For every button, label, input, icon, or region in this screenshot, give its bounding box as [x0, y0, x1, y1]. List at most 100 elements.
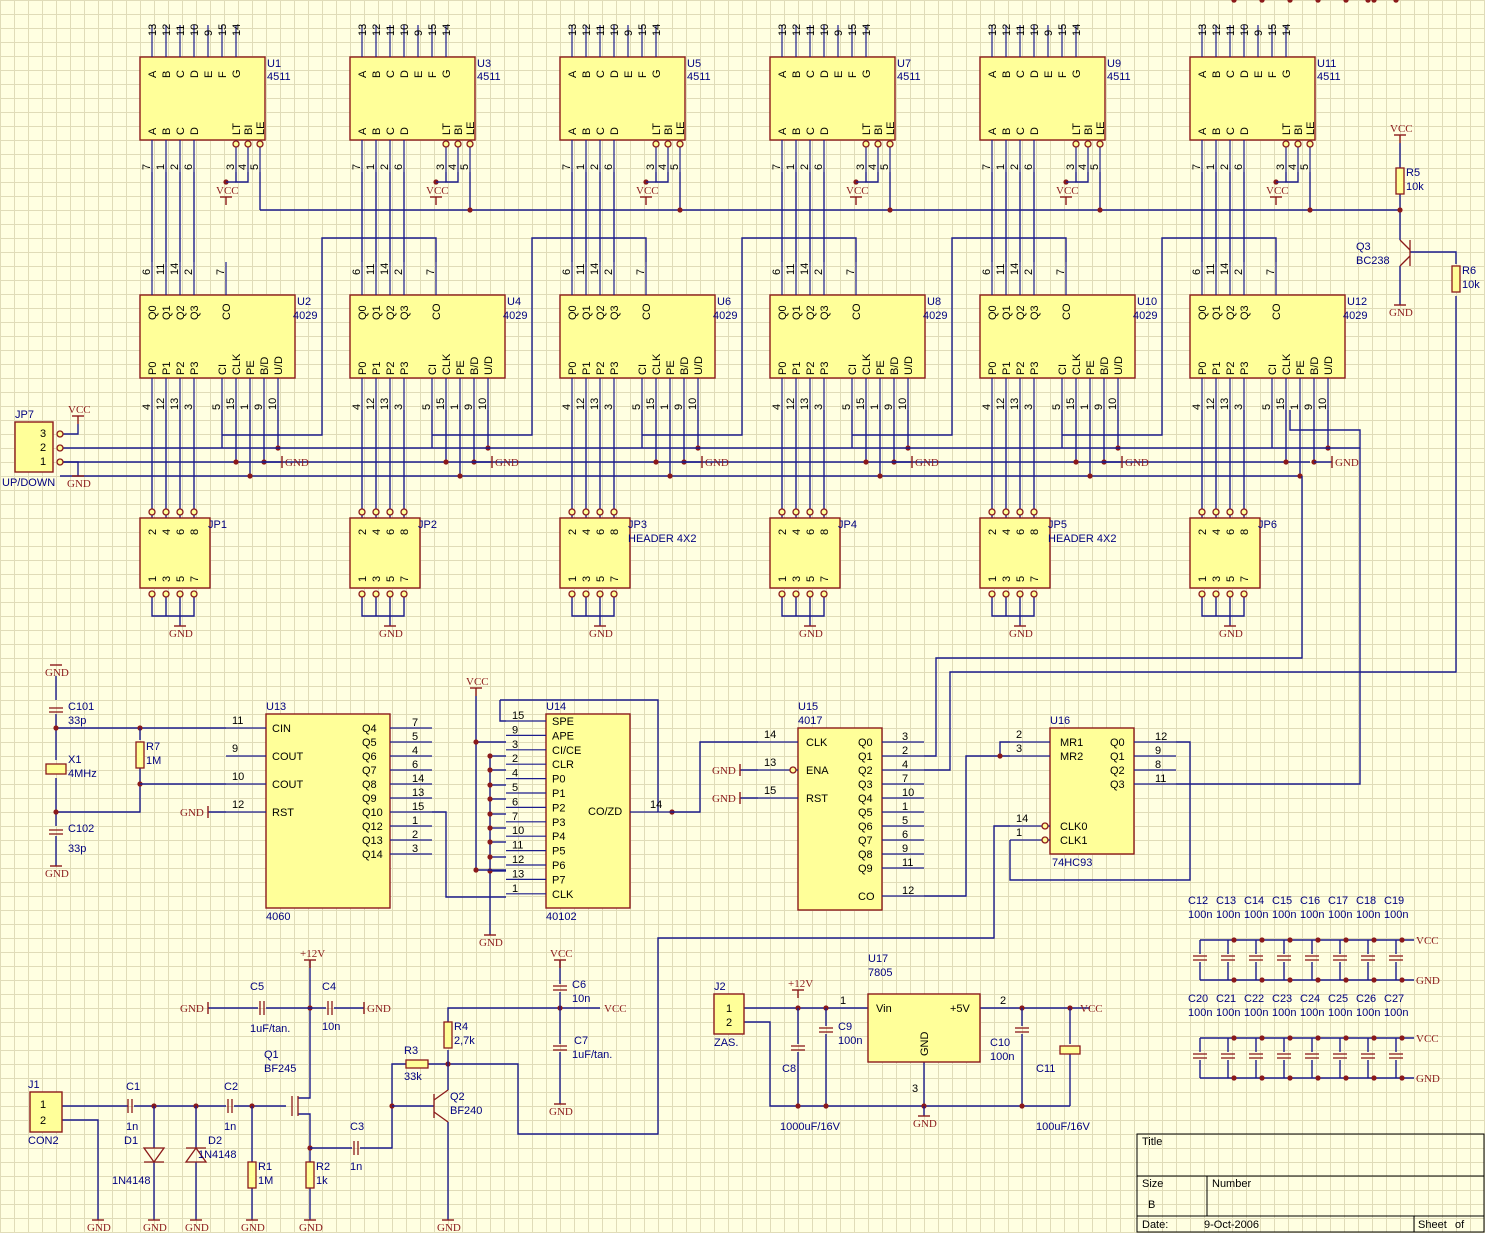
pin-bubble: [162, 590, 170, 598]
pin-name: C: [805, 127, 817, 135]
vcc-label: VCC: [1266, 185, 1289, 197]
pin-number: 1: [995, 164, 1007, 170]
pin-number: 3: [912, 1083, 918, 1095]
pin-number: 7: [512, 811, 518, 823]
pin-number: 9: [463, 404, 475, 410]
pin-number: 6: [561, 269, 573, 275]
q3-value: BC238: [1356, 255, 1390, 267]
pin-number: 2: [777, 529, 789, 535]
header-ref: JP3: [628, 519, 647, 531]
pin-name: U/D: [903, 356, 915, 375]
gnd-label: GND: [549, 1106, 573, 1118]
pin-number: 8: [819, 529, 831, 535]
pin-name: C: [595, 127, 607, 135]
pin-name: B: [161, 128, 173, 135]
wire: [672, 741, 758, 813]
pin-number: 9: [1043, 30, 1055, 36]
pin-number: 7: [1265, 269, 1277, 275]
pin-name: P0: [1197, 362, 1209, 375]
pin-number: 1: [785, 164, 797, 170]
junction-dot: [997, 753, 1003, 759]
pin-name: P2: [552, 802, 565, 814]
pin-number: 4: [902, 759, 908, 771]
decoupling-value: 100n: [1272, 1007, 1296, 1019]
pin-number: 12: [1205, 398, 1217, 410]
pin-bubble: [1198, 590, 1206, 598]
pin-number: 15: [645, 398, 657, 410]
pin-name: D: [1029, 127, 1041, 135]
ic-ref: U5: [687, 58, 701, 70]
ic-value: 4029: [713, 310, 737, 322]
pin-number: 11: [595, 25, 607, 36]
ic-value: 4060: [266, 911, 290, 923]
pin-number: 4: [412, 745, 418, 757]
j2-body: [713, 993, 745, 1035]
pin-name: B: [791, 128, 803, 135]
pin-name: PE: [455, 360, 467, 375]
pin-number: 14: [1281, 24, 1293, 36]
decoupling-ref: C12: [1188, 895, 1208, 907]
ic-value: 40102: [546, 911, 577, 923]
pin-name: ENA: [806, 765, 829, 777]
pin-name: B/D: [679, 357, 691, 375]
pin-number: 6: [981, 269, 993, 275]
gnd-label: GND: [285, 457, 309, 469]
pin-bubble: [386, 508, 394, 516]
pin-number: 11: [365, 264, 377, 275]
pin-number: 9: [203, 30, 215, 36]
pin-name: B: [791, 71, 803, 78]
junction-dot: [1399, 937, 1405, 943]
pin-name: U/D: [273, 356, 285, 375]
header-ref: JP4: [838, 519, 857, 531]
r6-ref: R6: [1462, 265, 1476, 277]
decoupling-value: 100n: [1300, 909, 1324, 921]
pin-number: 15: [427, 24, 439, 36]
pin-name: P2: [1225, 362, 1237, 375]
pin-name: A: [777, 127, 789, 135]
pin-number: 7: [141, 164, 153, 170]
number-label: Number: [1212, 1178, 1251, 1190]
pin-number: 11: [1205, 264, 1217, 275]
pin-number: 14: [589, 263, 601, 275]
pin-name: F: [217, 71, 229, 78]
pin-bubble: [190, 590, 198, 598]
vcc-label: +12V: [788, 978, 813, 990]
gnd-label: GND: [712, 765, 736, 777]
pin-name: P3: [399, 362, 411, 375]
q1-ref: Q1: [264, 1049, 279, 1061]
pin-number: 15: [637, 24, 649, 36]
pin-number: 3: [581, 576, 593, 582]
pin-bubble: [386, 590, 394, 598]
junction-dot: [1231, 1035, 1237, 1041]
c2-value: 1n: [224, 1121, 236, 1133]
pin-number: 11: [512, 840, 523, 852]
gnd-label: GND: [169, 628, 193, 640]
pin-number: 1: [365, 164, 377, 170]
pin-number: 7: [1055, 269, 1067, 275]
pin-name: MR2: [1060, 751, 1083, 763]
gnd-label: GND: [712, 793, 736, 805]
pin-name: C: [595, 70, 607, 78]
date-label: Date:: [1142, 1219, 1168, 1231]
pin-number: 4: [581, 529, 593, 535]
carry-chain: [1062, 237, 1277, 436]
pin-number: 9: [833, 30, 845, 36]
pin-name: P0: [567, 362, 579, 375]
pin-bubble: [1002, 590, 1010, 598]
wire: [475, 696, 506, 743]
pin-number: 12: [581, 24, 593, 36]
pin-name: LT: [861, 123, 873, 135]
ic-body-u3: [349, 56, 476, 141]
junction-dot: [1315, 937, 1321, 943]
ic-value: 4029: [1133, 310, 1157, 322]
pin-number: 12: [785, 398, 797, 410]
pin-name: G: [231, 69, 243, 78]
ic-body-u9: [979, 56, 1106, 141]
junction-dot: [1231, 1075, 1237, 1081]
decoupling-value: 100n: [1188, 909, 1212, 921]
pin-number: 15: [1057, 24, 1069, 36]
pin-name: G: [1281, 69, 1293, 78]
pin-name: CI: [427, 364, 439, 375]
pin-name: RST: [806, 793, 828, 805]
ic-ref: U1: [267, 58, 281, 70]
